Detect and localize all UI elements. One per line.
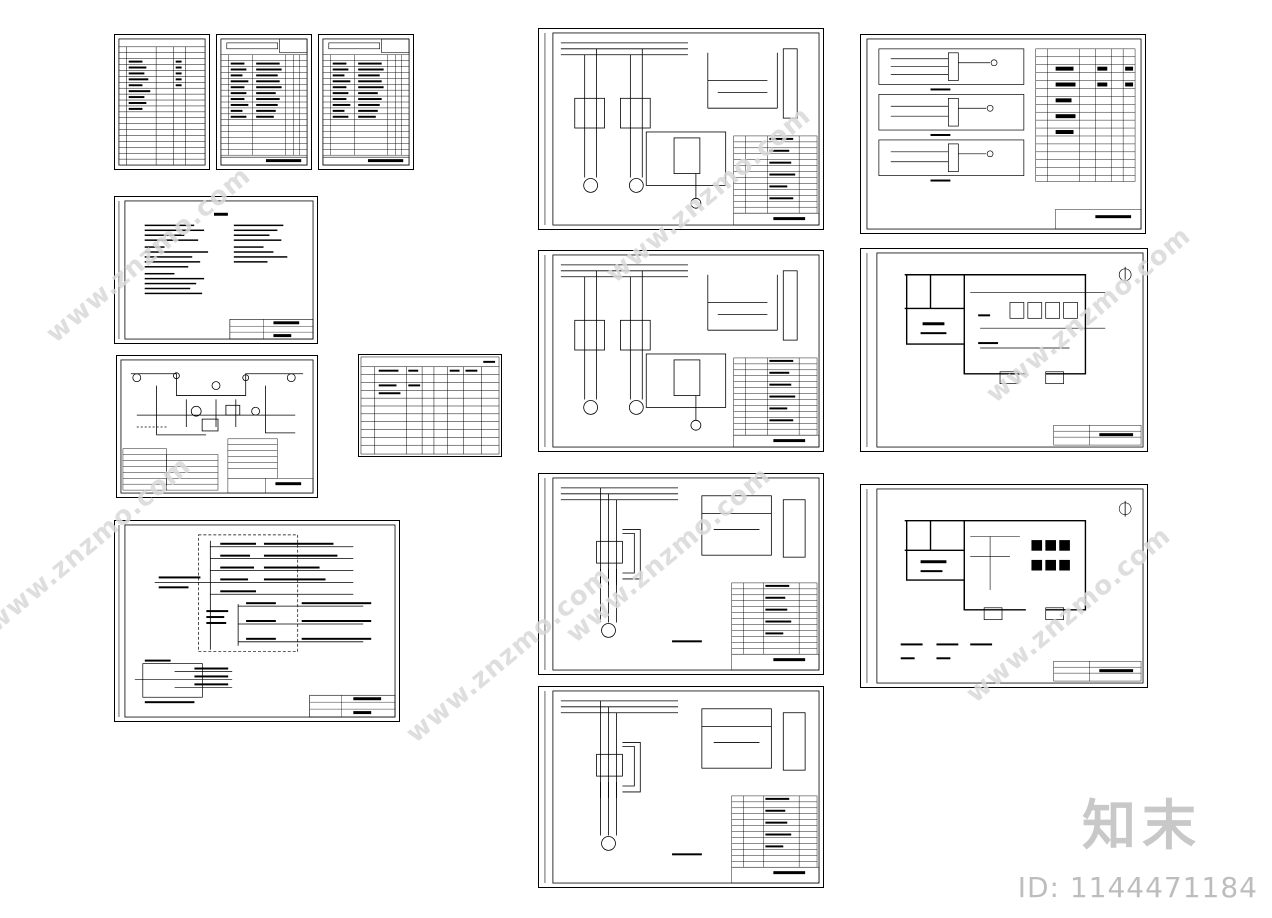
material-table-sheet <box>358 354 502 457</box>
equipment-list-sheet-2 <box>318 34 414 170</box>
equipment-room-plan-1 <box>860 248 1148 452</box>
motor-control-schematic-2 <box>538 250 824 452</box>
soft-starter-schematic-2 <box>538 686 824 888</box>
distribution-system-sheet <box>114 520 400 722</box>
design-notes-sheet <box>114 196 318 344</box>
asset-id-label: ID: 1144471184 <box>1017 871 1258 904</box>
brand-logo-text: 知末 <box>1082 794 1202 857</box>
process-diagram-sheet <box>116 355 318 498</box>
motor-control-schematic-1 <box>538 28 824 230</box>
drawing-index-sheet-1 <box>114 34 210 170</box>
equipment-room-plan-2 <box>860 484 1148 688</box>
soft-starter-schematic-1 <box>538 473 824 675</box>
equipment-list-sheet-1 <box>216 34 312 170</box>
terminal-wiring-sheet <box>860 34 1146 234</box>
